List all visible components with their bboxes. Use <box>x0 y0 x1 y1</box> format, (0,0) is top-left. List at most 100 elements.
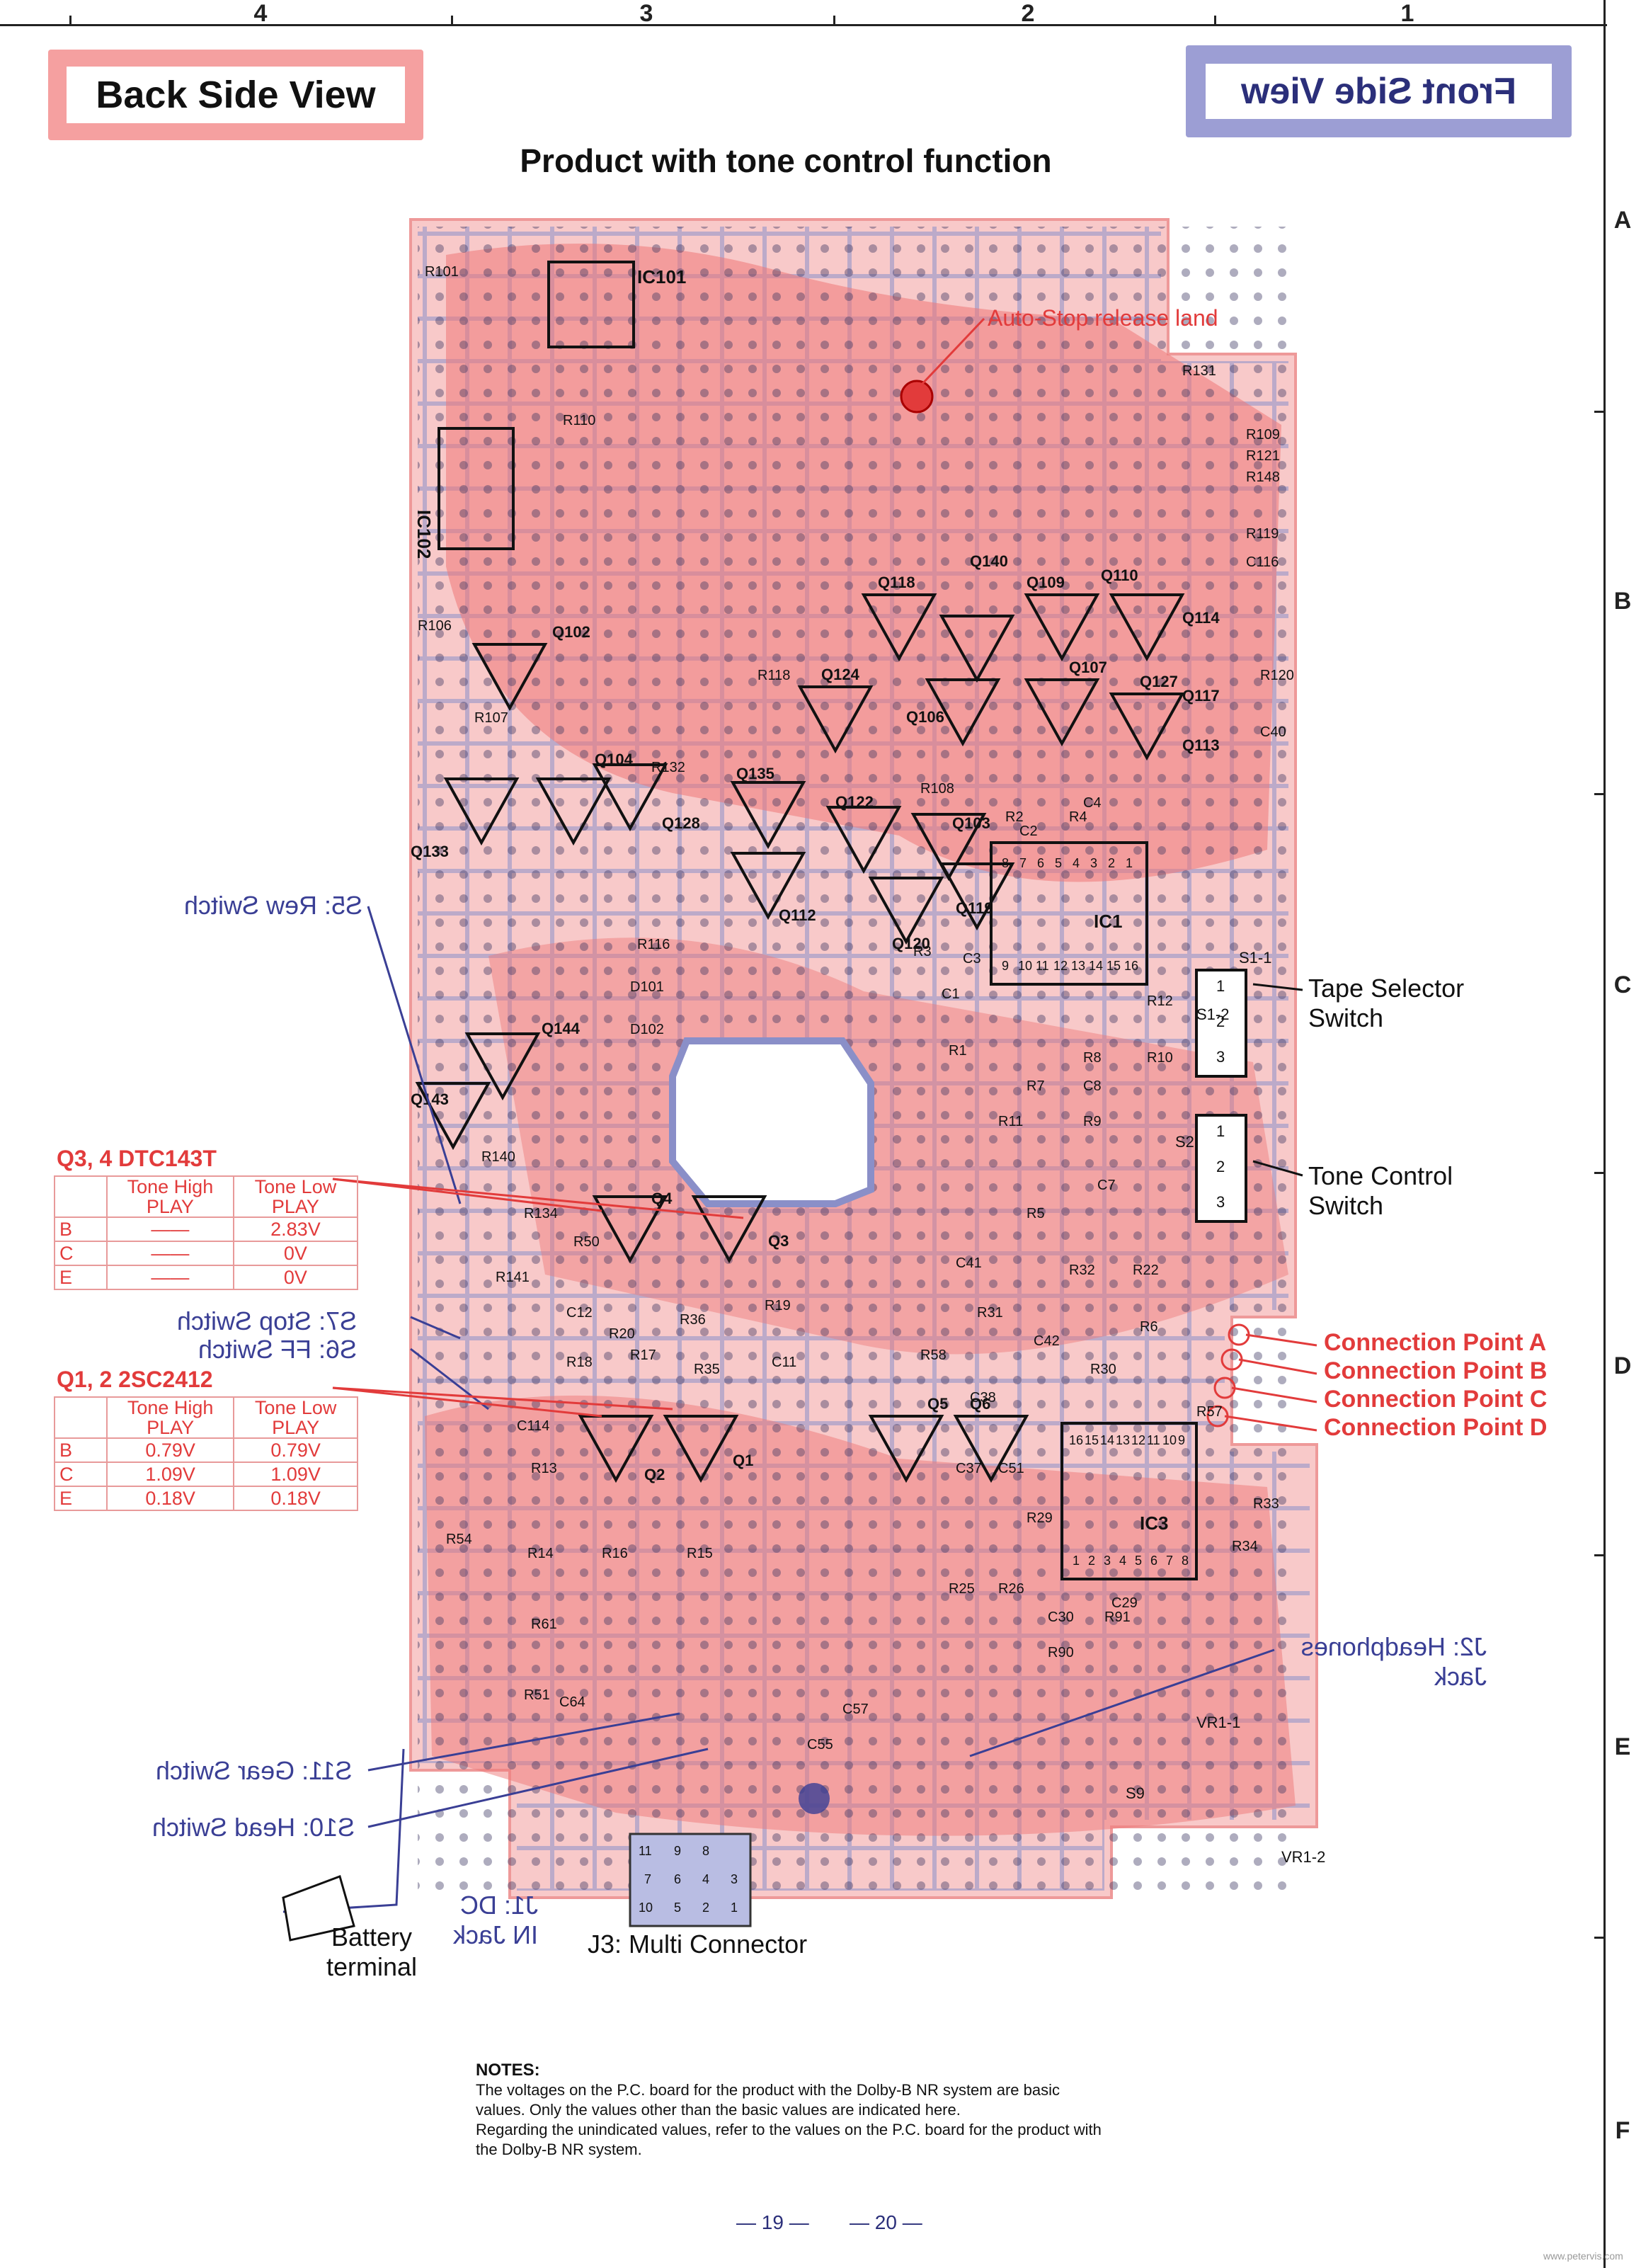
transistor-label: Q3 <box>768 1232 789 1250</box>
table-row: C —— 0V <box>54 1241 359 1266</box>
transistor-outline <box>939 615 1015 683</box>
capacitor-label: C7 <box>1097 1178 1116 1193</box>
resistor-label: R121 <box>1246 448 1280 464</box>
capacitor-label: C51 <box>998 1461 1024 1476</box>
resistor-label: R141 <box>496 1270 530 1285</box>
table-cell: 1.09V <box>233 1461 358 1487</box>
leader-line <box>1224 1415 1317 1432</box>
capacitor-label: C41 <box>956 1255 982 1271</box>
resistor-label: R1 <box>949 1043 967 1059</box>
grid-col-label: 3 <box>639 0 653 27</box>
j3-multi-connector-label: J3: Multi Connector <box>588 1930 808 1959</box>
transistor-outline <box>797 685 874 754</box>
transistor-outline <box>592 763 668 832</box>
transistor-label: Q118 <box>878 574 915 591</box>
resistor-label: R14 <box>527 1546 554 1561</box>
transistor-label: Q128 <box>662 814 700 832</box>
tape-selector-switch-label: Tape Selector Switch <box>1308 974 1465 1032</box>
resistor-label: R8 <box>1083 1050 1102 1066</box>
grid-row-label: E <box>1614 1733 1631 1760</box>
connection-point-a-label: Connection Point A <box>1324 1329 1547 1356</box>
page-number-left: — 19 — <box>736 2211 809 2233</box>
grid-row-label: D <box>1613 1352 1632 1379</box>
capacitor-label: C2 <box>1019 824 1038 839</box>
capacitor-label: C37 <box>956 1461 982 1476</box>
ruler-tick <box>1594 411 1604 413</box>
table-header <box>54 1396 108 1439</box>
transistor-outline <box>443 777 520 846</box>
grid-col-label: 1 <box>1400 0 1414 27</box>
table-cell: —— <box>106 1265 234 1290</box>
table-cell: —— <box>106 1216 234 1242</box>
resistor-label: R57 <box>1196 1404 1223 1420</box>
ic1-pin: 3 <box>1090 856 1097 870</box>
table-cell: 0.18V <box>105 1486 235 1511</box>
resistor-label: R110 <box>563 413 595 428</box>
j3-pin: 2 <box>702 1901 709 1915</box>
capacitor-label: C3 <box>963 951 981 967</box>
table-header: Tone High PLAY <box>105 1396 235 1439</box>
capacitor-label: C8 <box>1083 1078 1102 1094</box>
s7-stop-switch-label: S7: Stop Switch <box>177 1306 358 1335</box>
s2-pin: 2 <box>1216 1158 1225 1175</box>
table-header: Tone Low PLAY <box>233 1396 358 1439</box>
resistor-label: R5 <box>1027 1206 1045 1221</box>
connection-point-c-label: Connection Point C <box>1324 1386 1548 1413</box>
j3-pin: 8 <box>702 1844 709 1858</box>
ic101-outline <box>547 261 635 348</box>
resistor-label: R26 <box>998 1581 1024 1597</box>
ruler-tick <box>1594 1937 1604 1939</box>
ic1-pin: 7 <box>1019 856 1027 870</box>
capacitor-label: C42 <box>1034 1333 1060 1349</box>
resistor-label: R91 <box>1104 1609 1131 1625</box>
resistor-label: R18 <box>566 1355 593 1370</box>
table-header: Tone High PLAY <box>106 1175 234 1218</box>
ic3-pin: 11 <box>1147 1433 1160 1447</box>
resistor-label: R34 <box>1232 1539 1258 1554</box>
resistor-label: R116 <box>637 937 670 952</box>
capacitor-label: C29 <box>1111 1595 1138 1611</box>
auto-stop-label: Auto-Stop release land <box>988 305 1218 331</box>
transistor-label: Q127 <box>1140 673 1178 690</box>
q34-voltage-table: Tone High PLAY Tone Low PLAY B —— 2.83V … <box>54 1175 359 1290</box>
ic1-pin: 13 <box>1071 959 1085 973</box>
s5-rew-switch-label: S5: Rew Switch <box>184 891 363 920</box>
ic102-label: IC102 <box>413 510 435 559</box>
s2-pin: 3 <box>1216 1193 1225 1211</box>
j3-pin: 9 <box>674 1844 681 1858</box>
table-cell: E <box>54 1265 108 1290</box>
leader-line <box>332 1386 602 1418</box>
ic3-pin: 13 <box>1116 1433 1130 1447</box>
ic1-pin: 14 <box>1089 959 1103 973</box>
transistor-outline <box>1109 693 1185 761</box>
leader-line <box>410 1347 489 1411</box>
ic3-pin: 2 <box>1088 1554 1095 1568</box>
capacitor-label: C38 <box>970 1390 996 1406</box>
transistor-label: Q110 <box>1101 566 1138 584</box>
auto-stop-land <box>900 380 934 414</box>
connection-point-d-label: Connection Point D <box>1324 1414 1548 1441</box>
capacitor-label: C57 <box>842 1702 869 1717</box>
capacitor-label: C30 <box>1048 1609 1074 1625</box>
table-cell: C <box>54 1461 108 1487</box>
ic102-outline <box>438 427 515 550</box>
table-row: E 0.18V 0.18V <box>54 1486 358 1511</box>
led-symbol <box>799 1783 830 1814</box>
resistor-label: R25 <box>949 1581 975 1597</box>
diode-label: D101 <box>630 979 664 995</box>
transistor-outline <box>868 1415 944 1483</box>
resistor-label: R101 <box>425 264 459 280</box>
capacitor-label: C55 <box>807 1737 833 1753</box>
ic3-pin: 9 <box>1178 1433 1185 1447</box>
resistor-label: R107 <box>474 710 508 726</box>
transistor-label: Q119 <box>956 899 993 917</box>
leader-line <box>969 1648 1275 1757</box>
s1-switch <box>1195 969 1247 1078</box>
capacitor-label: C114 <box>517 1418 549 1434</box>
capacitor-label: C11 <box>772 1355 796 1370</box>
table-row: E —— 0V <box>54 1265 359 1290</box>
s1-label: S1-1 <box>1239 949 1271 967</box>
table-cell: 0V <box>232 1265 359 1290</box>
transistor-label: Q122 <box>835 793 874 811</box>
pcb-board: IC101 IC102 IC1 IC3 Q102 Q104 Q128 Q133 … <box>409 218 1325 1927</box>
